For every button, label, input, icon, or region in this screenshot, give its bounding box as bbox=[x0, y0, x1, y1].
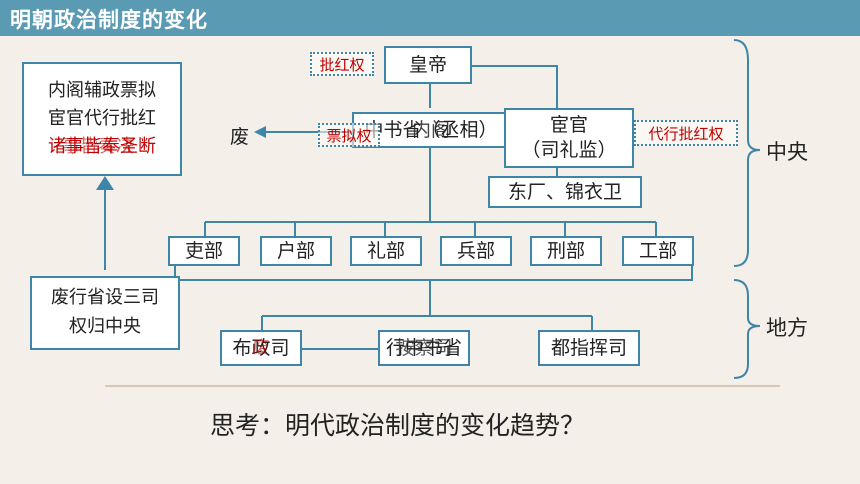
pihong-tag: 批红权 bbox=[310, 52, 374, 76]
neige-label: 内阁 bbox=[411, 118, 450, 141]
duzhihui-label: 都指挥司 bbox=[550, 336, 627, 359]
zhongshu-label: 中书省（丞相） bbox=[364, 118, 498, 141]
ministry-box-justice: 刑部 bbox=[530, 236, 602, 266]
emperor-label: 皇帝 bbox=[408, 53, 447, 76]
ministry-box-war: 兵部 bbox=[440, 236, 512, 266]
ministry-box-hu: 户部 bbox=[260, 236, 332, 266]
summary-top-line2: 宦官代行批红 bbox=[48, 108, 156, 130]
spy-label: 东厂、锦衣卫 bbox=[507, 180, 622, 203]
ministry-label: 户部 bbox=[276, 239, 315, 262]
local-label: 地方 bbox=[766, 316, 808, 340]
summary-bottom-line2: 权归中央 bbox=[69, 316, 141, 337]
question-text: 思考：明代政治制度的变化趋势？ bbox=[210, 411, 586, 440]
daixing-tag: 代行批红权 bbox=[634, 120, 738, 146]
summary-top-line3: 诸事皆奉圣断 事皆奏决 bbox=[48, 133, 156, 161]
title-bar: 明朝政治制度的变化 bbox=[0, 0, 860, 36]
piaoni-label: 票拟权 bbox=[326, 126, 372, 145]
xingsheng-label: 行中书省 bbox=[385, 336, 462, 359]
ministry-box-li: 吏部 bbox=[168, 236, 240, 266]
emperor-box: 皇帝 bbox=[384, 46, 472, 84]
eunuch-line2: （司礼监） bbox=[521, 139, 617, 161]
local-fei-label: 废 bbox=[252, 337, 270, 358]
ministry-label: 礼部 bbox=[366, 239, 405, 262]
fei-label: 废 bbox=[230, 126, 250, 148]
pihong-label: 批红权 bbox=[319, 55, 365, 74]
summary-top-line3a: 诸事皆奉圣断 bbox=[48, 135, 156, 157]
buzheng-label: 布政司 bbox=[232, 336, 290, 359]
summary-top-box: 内阁辅政票拟 宦官代行批红 诸事皆奉圣断 事皆奏决 bbox=[22, 62, 182, 176]
ministry-label: 吏部 bbox=[184, 239, 223, 262]
ministry-box-rites: 礼部 bbox=[350, 236, 422, 266]
duzhihui-box: 都指挥司 bbox=[538, 330, 640, 366]
eunuch-line1: 宦官 bbox=[549, 114, 588, 137]
ministry-label: 刑部 bbox=[546, 239, 585, 262]
ministry-label: 工部 bbox=[638, 239, 677, 262]
daixing-label: 代行批红权 bbox=[648, 124, 724, 143]
summary-bottom-box: 废行省设三司 权归中央 bbox=[30, 276, 180, 350]
ministry-label: 兵部 bbox=[456, 239, 495, 262]
eunuch-box: 宦官 （司礼监） bbox=[504, 108, 634, 168]
xingsheng-box: 行中书省 按察司 bbox=[378, 330, 470, 366]
central-label: 中央 bbox=[766, 140, 808, 164]
buzheng-box: 布政司 废 bbox=[220, 330, 302, 366]
anchashi-label: 按察司 bbox=[395, 336, 453, 359]
summary-top-line3b: 事皆奏决 bbox=[62, 135, 134, 157]
ministry-box-works: 工部 bbox=[622, 236, 694, 266]
piaoni-tag: 票拟权 bbox=[318, 123, 380, 147]
page-title: 明朝政治制度的变化 bbox=[10, 7, 208, 32]
summary-bottom-line1: 废行省设三司 bbox=[51, 287, 159, 309]
summary-top-line1: 内阁辅政票拟 bbox=[48, 80, 156, 102]
spy-box: 东厂、锦衣卫 bbox=[488, 176, 642, 208]
